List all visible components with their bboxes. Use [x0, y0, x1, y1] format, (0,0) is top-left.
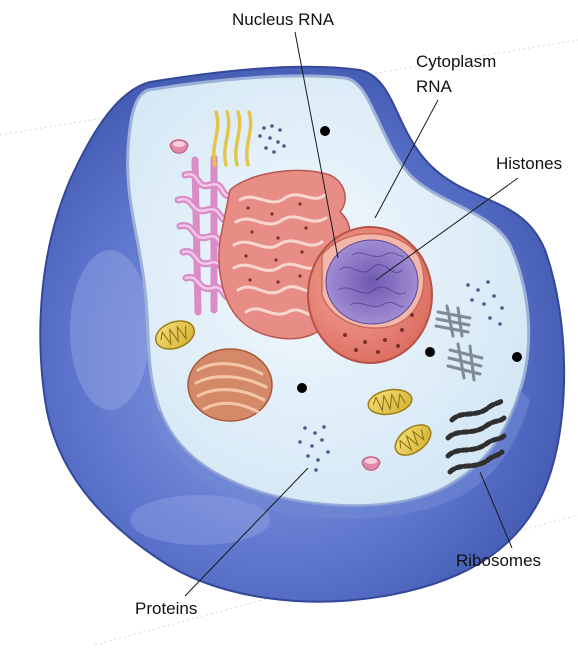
- label-ribosomes: Ribosomes: [456, 550, 541, 571]
- golgi-apparatus: [188, 349, 272, 421]
- nucleus: [308, 227, 432, 363]
- label-cytoplasm-rna-line1: Cytoplasm: [416, 51, 496, 72]
- label-cytoplasm-rna: Cytoplasm RNA: [416, 51, 496, 97]
- label-proteins: Proteins: [135, 598, 197, 619]
- vesicle: [170, 140, 188, 154]
- label-nucleus-rna: Nucleus RNA: [232, 9, 334, 30]
- nucleolus: [326, 240, 418, 324]
- label-cytoplasm-rna-line2: RNA: [416, 76, 496, 97]
- vesicle: [362, 457, 380, 471]
- label-histones: Histones: [496, 153, 562, 174]
- membrane-highlight: [70, 250, 150, 410]
